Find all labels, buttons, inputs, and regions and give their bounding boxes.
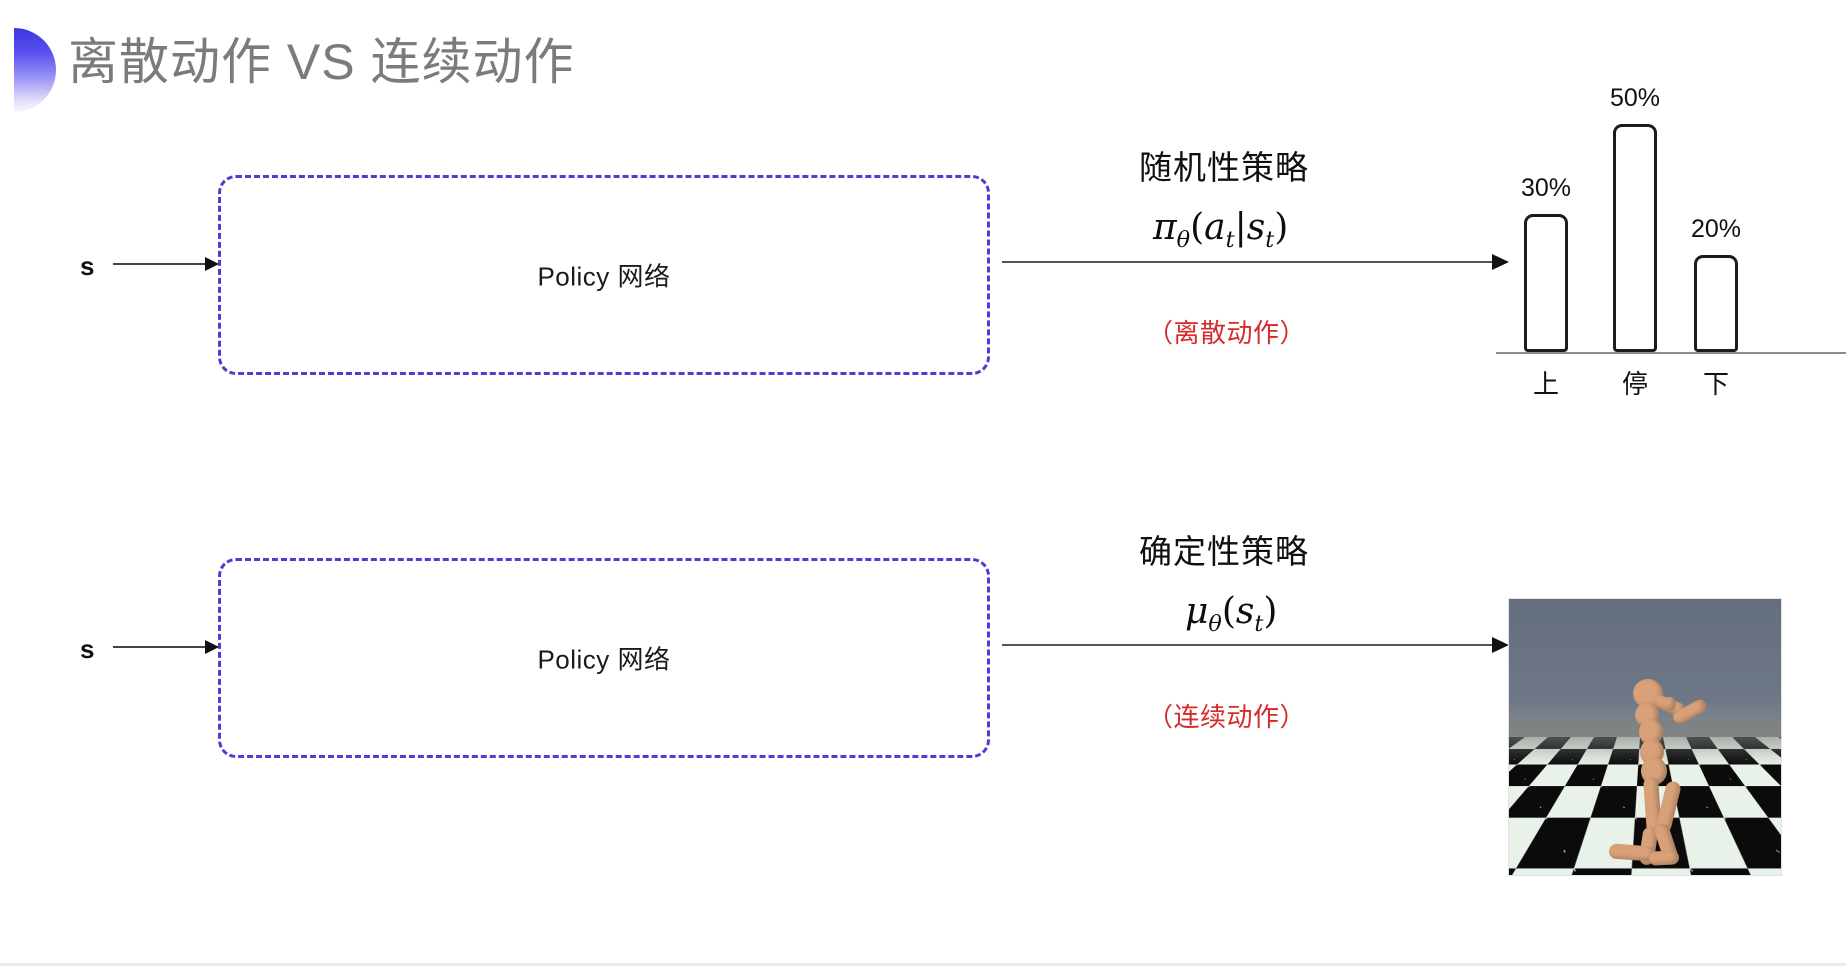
formula-state-sub: t bbox=[1265, 227, 1275, 254]
bar-category-1: 停 bbox=[1621, 369, 1648, 399]
formula-action: a bbox=[1204, 207, 1226, 248]
bar-value-0: 30% bbox=[1520, 174, 1572, 202]
action-probability-bar-chart: 30% 50% 20% 上 停 下 bbox=[1496, 84, 1846, 399]
state-input-label-discrete: s bbox=[80, 251, 95, 281]
discrete-policy-row: s Policy 网络 随机性策略 πθ(at|st) （离散动作） bbox=[0, 149, 1846, 480]
action-type-note-discrete: （离散动作） bbox=[1147, 318, 1307, 348]
state-input-label-continuous: s bbox=[80, 634, 95, 664]
arrow-shaft bbox=[1002, 644, 1507, 646]
formula-fn-sub: θ bbox=[1208, 611, 1222, 638]
bar-group-2[interactable]: 20% bbox=[1691, 215, 1741, 352]
bar-2[interactable] bbox=[1694, 255, 1738, 352]
formula-open-paren: ( bbox=[1221, 591, 1236, 632]
formula-close-paren: ) bbox=[1263, 591, 1278, 632]
humanoid-hand bbox=[1663, 697, 1676, 711]
policy-kind-label-continuous: 确定性策略 bbox=[1139, 533, 1309, 570]
continuous-policy-row: s Policy 网络 确定性策略 μθ(st) （连续动作） bbox=[0, 533, 1846, 940]
bar-category-0: 上 bbox=[1532, 369, 1559, 399]
bar-1[interactable] bbox=[1613, 124, 1657, 352]
formula-open-paren: ( bbox=[1190, 207, 1205, 248]
bar-chart-plot-area: 30% 50% 20% bbox=[1496, 84, 1846, 354]
bottom-divider bbox=[0, 963, 1846, 966]
policy-network-box-continuous[interactable]: Policy 网络 bbox=[218, 558, 990, 758]
formula-given-bar: | bbox=[1234, 207, 1247, 248]
formula-state: s bbox=[1235, 591, 1255, 632]
policy-network-box-discrete[interactable]: Policy 网络 bbox=[218, 175, 990, 375]
arrow-shaft bbox=[113, 263, 218, 265]
bar-group-1[interactable]: 50% bbox=[1610, 84, 1660, 352]
formula-action-sub: t bbox=[1225, 227, 1235, 254]
bar-value-2: 20% bbox=[1690, 215, 1742, 243]
bar-0[interactable] bbox=[1524, 214, 1568, 352]
state-to-policy-arrow-discrete bbox=[113, 257, 219, 271]
bar-value-1: 50% bbox=[1609, 84, 1661, 112]
humanoid-simulation-image bbox=[1508, 598, 1782, 876]
policy-to-output-arrow-continuous bbox=[1002, 637, 1509, 653]
formula-state-sub: t bbox=[1254, 611, 1264, 638]
formula-state: s bbox=[1246, 207, 1266, 248]
humanoid-figure bbox=[1509, 599, 1781, 875]
bar-group-0[interactable]: 30% bbox=[1521, 174, 1571, 352]
formula-fn: π bbox=[1153, 207, 1177, 248]
formula-fn: μ bbox=[1185, 591, 1209, 632]
policy-to-output-arrow-discrete bbox=[1002, 254, 1509, 270]
state-to-policy-arrow-continuous bbox=[113, 640, 219, 654]
policy-network-label: Policy 网络 bbox=[537, 644, 671, 675]
formula-fn-sub: θ bbox=[1176, 227, 1191, 254]
humanoid-right-foot bbox=[1648, 850, 1680, 866]
policy-formula-continuous: μθ(st) bbox=[1185, 591, 1277, 637]
arrow-head bbox=[205, 640, 219, 654]
bar-chart-baseline-axis bbox=[1496, 352, 1846, 354]
arrow-head bbox=[205, 257, 219, 271]
arrow-shaft bbox=[1002, 261, 1507, 263]
policy-network-label: Policy 网络 bbox=[537, 261, 671, 292]
action-type-note-continuous: （连续动作） bbox=[1147, 702, 1307, 732]
arrow-head bbox=[1492, 254, 1509, 270]
arrow-head bbox=[1492, 637, 1509, 653]
page-title: 离散动作 VS 连续动作 bbox=[68, 34, 575, 90]
title-accent-shape bbox=[14, 28, 56, 112]
bar-category-2: 下 bbox=[1702, 369, 1729, 399]
formula-close-paren: ) bbox=[1274, 207, 1289, 248]
arrow-shaft bbox=[113, 646, 218, 648]
policy-formula-discrete: πθ(at|st) bbox=[1153, 207, 1288, 253]
policy-kind-label-discrete: 随机性策略 bbox=[1139, 149, 1309, 186]
